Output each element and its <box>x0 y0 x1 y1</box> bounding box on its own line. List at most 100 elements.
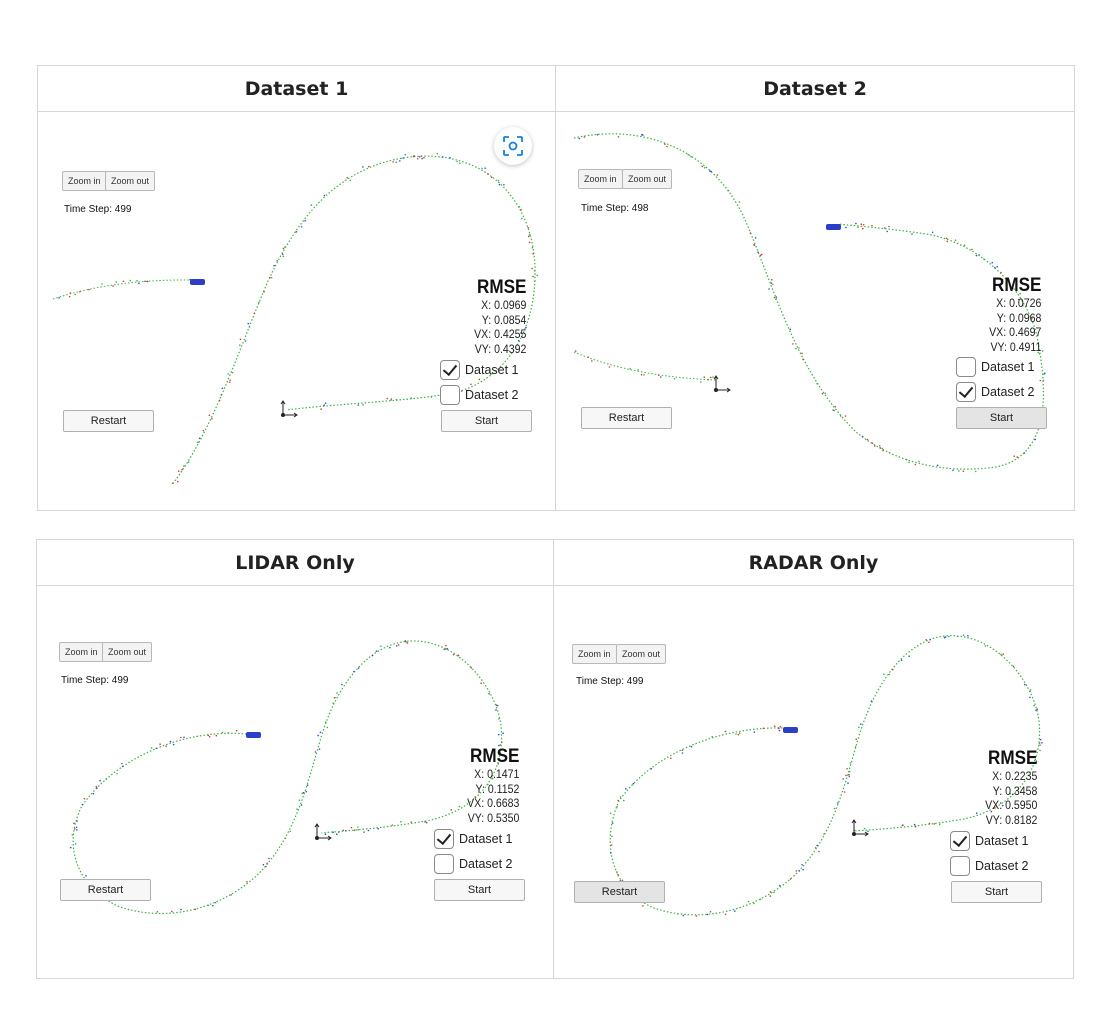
measurement-dot <box>591 360 593 362</box>
measurement-dot <box>775 298 777 300</box>
dataset-2-checkbox-row[interactable]: Dataset 2 <box>434 854 513 874</box>
restart-button[interactable]: Restart <box>63 410 154 432</box>
dataset-2-checkbox[interactable] <box>440 385 460 405</box>
measurement-dot <box>749 232 752 234</box>
measurement-dot <box>300 804 303 806</box>
dataset-2-checkbox-row[interactable]: Dataset 2 <box>950 856 1029 876</box>
measurement-dot <box>860 223 863 225</box>
measurement-dot <box>420 155 423 157</box>
table-header-row: LIDAR Only RADAR Only <box>37 540 1073 586</box>
measurement-dot <box>670 757 672 759</box>
measurement-dot <box>342 829 345 832</box>
measurement-dot <box>1029 696 1031 699</box>
measurement-dot <box>991 261 993 264</box>
measurement-dot <box>832 409 834 411</box>
zoom-in-button[interactable]: Zoom in <box>62 171 107 191</box>
measurement-dot <box>487 173 489 175</box>
measurement-dot <box>446 647 449 650</box>
measurement-dot <box>171 482 174 485</box>
measurement-dot <box>975 254 978 257</box>
restart-button[interactable]: Restart <box>574 881 665 903</box>
measurement-dot <box>470 667 473 669</box>
zoom-out-button[interactable]: Zoom out <box>105 171 156 191</box>
measurement-dot <box>227 373 229 375</box>
dataset-1-checkbox[interactable] <box>956 357 976 377</box>
lens-scan-icon[interactable] <box>494 127 532 165</box>
measurement-dot <box>757 251 759 253</box>
measurement-dot <box>273 264 275 267</box>
measurement-dot <box>416 157 419 160</box>
restart-button[interactable]: Restart <box>60 879 151 901</box>
dataset-1-checkbox[interactable] <box>440 360 460 380</box>
column-title: RADAR Only <box>748 551 879 574</box>
start-button[interactable]: Start <box>434 879 525 901</box>
car-marker-icon <box>190 279 205 285</box>
dataset-1-checkbox-row[interactable]: Dataset 1 <box>956 357 1035 377</box>
dataset-1-checkbox[interactable] <box>950 831 970 851</box>
zoom-in-button[interactable]: Zoom in <box>59 642 104 662</box>
zoom-in-button[interactable]: Zoom in <box>572 644 617 664</box>
measurement-dot <box>983 258 985 260</box>
measurement-dot <box>642 905 644 907</box>
measurement-dot <box>295 231 298 233</box>
dataset-1-label: Dataset 1 <box>975 834 1029 848</box>
restart-button[interactable]: Restart <box>581 407 672 429</box>
measurement-dot <box>263 291 265 293</box>
zoom-in-button[interactable]: Zoom in <box>578 169 623 189</box>
zoom-out-button[interactable]: Zoom out <box>622 169 673 189</box>
measurement-dot <box>450 809 452 811</box>
measurement-dot <box>883 227 886 229</box>
measurement-dot <box>211 417 213 420</box>
measurement-dot <box>1029 689 1032 691</box>
measurement-dot <box>441 156 444 158</box>
measurement-dot <box>221 731 224 734</box>
measurement-dot <box>860 723 862 725</box>
measurement-dot <box>445 648 447 651</box>
dataset-2-label: Dataset 2 <box>981 385 1035 399</box>
measurement-dot <box>845 226 847 229</box>
measurement-dot <box>795 347 797 350</box>
measurement-dot <box>771 279 773 281</box>
dataset-2-checkbox-row[interactable]: Dataset 2 <box>956 382 1035 402</box>
measurement-dot <box>1035 762 1037 765</box>
dataset-2-checkbox[interactable] <box>434 854 454 874</box>
car-marker-icon <box>246 732 261 738</box>
measurement-dot <box>1036 708 1039 710</box>
zoom-out-button[interactable]: Zoom out <box>616 644 667 664</box>
measurement-dot <box>759 898 762 901</box>
measurement-dot <box>229 379 231 381</box>
measurement-dot <box>121 765 124 768</box>
measurement-dot <box>801 352 803 355</box>
measurement-dot <box>121 762 123 765</box>
dataset-1-checkbox-row[interactable]: Dataset 1 <box>440 360 519 380</box>
start-button[interactable]: Start <box>951 881 1042 903</box>
measurement-dot <box>1013 455 1015 458</box>
dataset-1-checkbox-row[interactable]: Dataset 1 <box>434 829 513 849</box>
dataset-2-checkbox[interactable] <box>950 856 970 876</box>
measurement-dot <box>527 235 530 238</box>
zoom-out-button[interactable]: Zoom out <box>102 642 153 662</box>
dataset-2-checkbox[interactable] <box>956 382 976 402</box>
measurement-dot <box>1012 287 1014 289</box>
measurement-dot <box>928 641 930 644</box>
measurement-dot <box>357 826 359 828</box>
measurement-dot <box>76 829 78 831</box>
dataset-2-checkbox-row[interactable]: Dataset 2 <box>440 385 519 405</box>
measurement-dot <box>845 774 847 777</box>
measurement-dot <box>323 404 325 407</box>
dataset-1-checkbox-row[interactable]: Dataset 1 <box>950 831 1029 851</box>
measurement-dot <box>58 297 60 299</box>
start-button[interactable]: Start <box>441 410 532 432</box>
measurement-dot <box>518 205 521 208</box>
measurement-dot <box>532 275 534 278</box>
measurement-dot <box>578 137 581 140</box>
results-table-bottom: LIDAR Only RADAR Only Zoom in Zoom out T… <box>36 539 1074 979</box>
start-button[interactable]: Start <box>956 407 1047 429</box>
time-step-label: Time Step: 498 <box>581 203 649 214</box>
dataset-1-checkbox[interactable] <box>434 829 454 849</box>
measurement-dot <box>914 463 917 466</box>
measurement-dot <box>85 875 87 877</box>
measurement-dot <box>177 470 180 472</box>
rmse-vy: VY: 0.4392 <box>474 341 526 356</box>
measurement-dot <box>760 253 763 256</box>
